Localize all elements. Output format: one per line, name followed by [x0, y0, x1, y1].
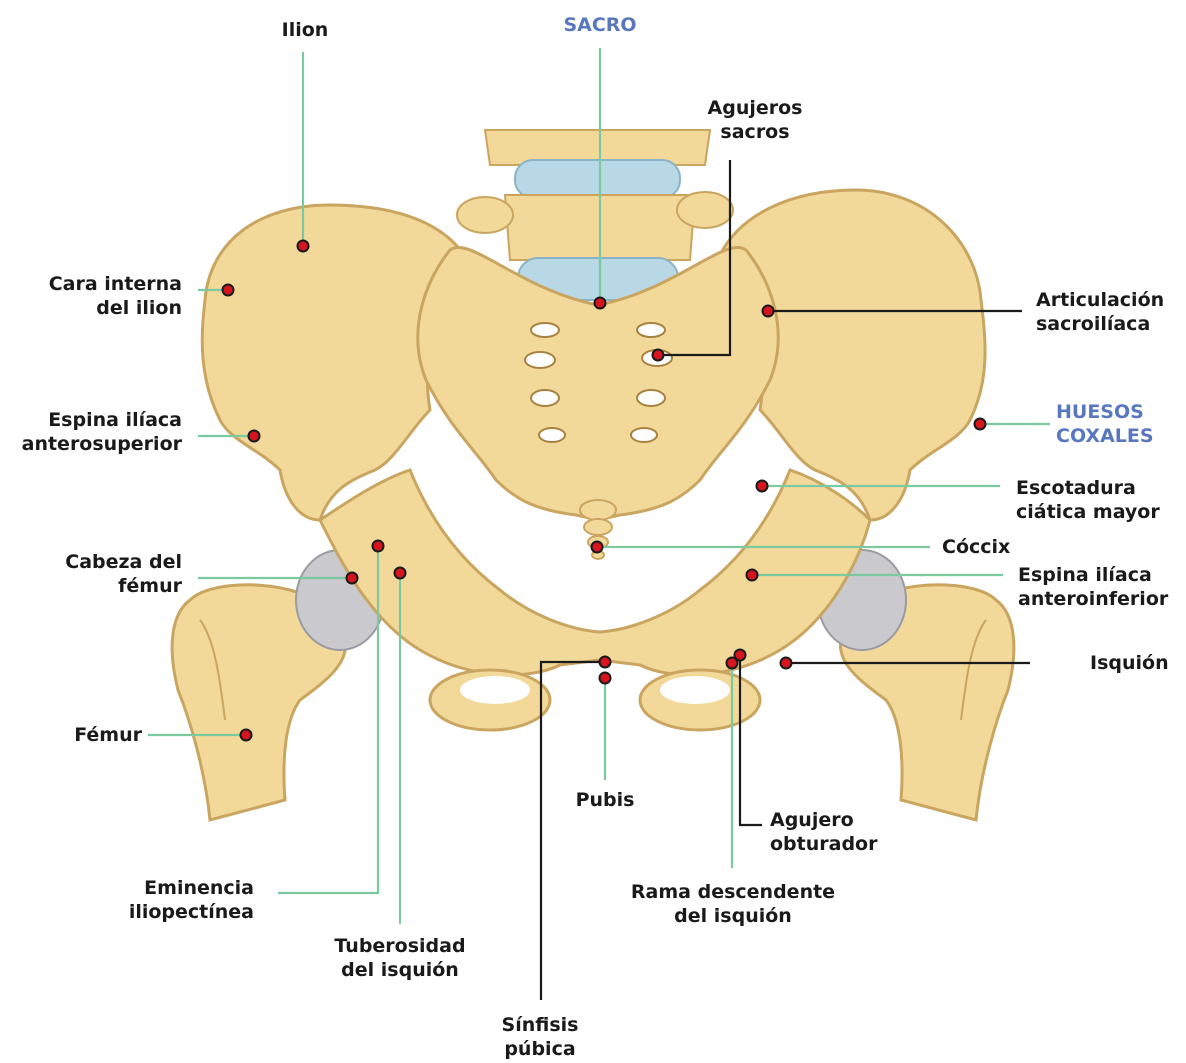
- marker-dot-articulacion: [763, 306, 774, 317]
- marker-dot-espina-antsup-r: [975, 419, 986, 430]
- marker-dot-agujeros: [653, 350, 664, 361]
- marker-dot-coccix: [592, 542, 603, 553]
- marker-dot-ilion: [298, 241, 309, 252]
- marker-dot-femur: [241, 730, 252, 741]
- label-ilion: Ilion: [255, 18, 355, 42]
- label-coccix: Cóccix: [942, 535, 1042, 559]
- label-sacro: SACRO: [530, 13, 670, 37]
- marker-dot-sacro: [595, 298, 606, 309]
- label-pubis: Pubis: [555, 788, 655, 812]
- label-isquion: Isquión: [1090, 651, 1180, 675]
- label-femur: Fémur: [30, 723, 142, 747]
- marker-dot-espina-antsup-l: [249, 431, 260, 442]
- marker-dot-cabeza-femur: [347, 573, 358, 584]
- marker-dot-escotadura: [757, 481, 768, 492]
- leader-line-sinfisis: [541, 662, 605, 1000]
- marker-dot-eminencia: [373, 541, 384, 552]
- marker-dot-cara-interna: [223, 285, 234, 296]
- marker-dot-sinfisis: [600, 657, 611, 668]
- marker-dot-pubis: [600, 673, 611, 684]
- marker-dot-espina-antinf: [747, 570, 758, 581]
- marker-dot-rama: [727, 658, 738, 669]
- marker-dot-isquion: [781, 658, 792, 669]
- marker-dot-tuberosidad: [395, 568, 406, 579]
